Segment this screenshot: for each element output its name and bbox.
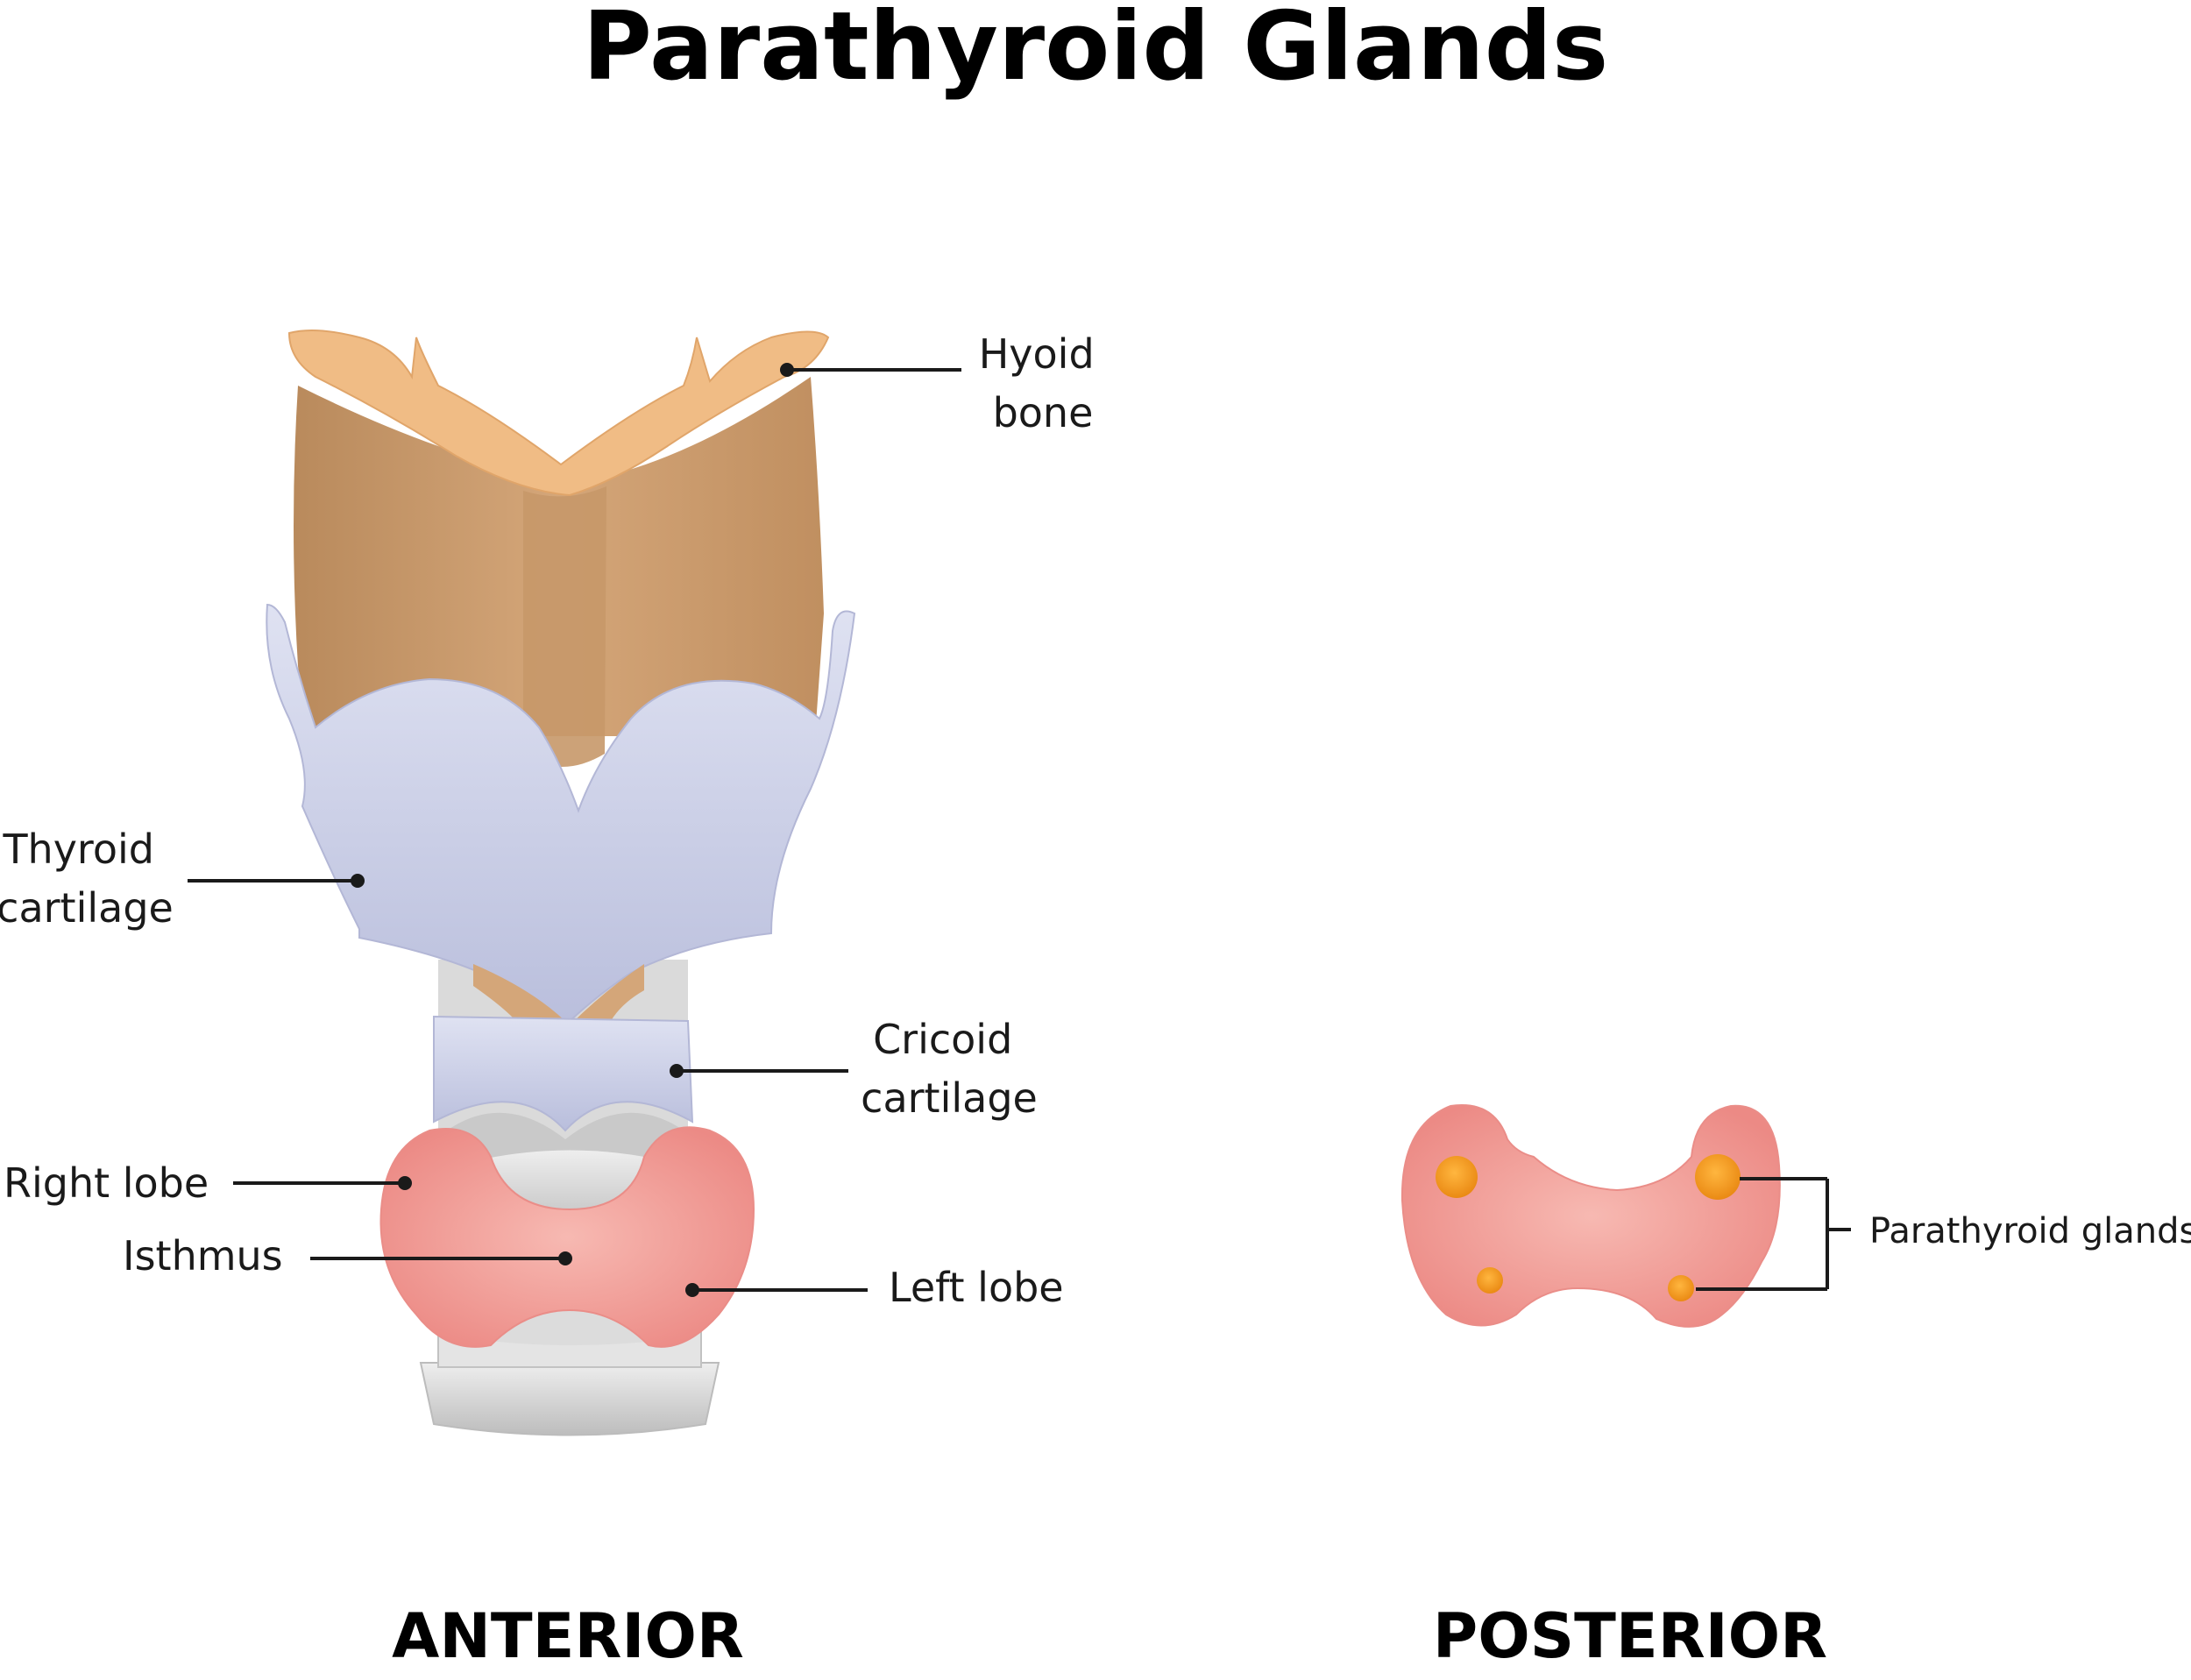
parathyroid-gland-upper-left [1436,1156,1478,1198]
label-cricoid-cartilage: Cricoid cartilage [670,1016,1038,1122]
label-isthmus: Isthmus [123,1232,572,1279]
label-thyroid-cartilage: Thyroid cartilage [0,826,365,932]
svg-text:Parathyroid glands: Parathyroid glands [1869,1211,2191,1251]
label-parathyroid-glands: Parathyroid glands [1696,1177,2191,1291]
parathyroid-gland-lower-left [1477,1267,1503,1294]
label-hyoid-bone: Hyoid bone [780,330,1108,436]
svg-text:Right lobe: Right lobe [4,1159,209,1207]
posterior-view-heading: POSTERIOR [1433,1600,1827,1672]
svg-text:Hyoid bone: Hyoid bone [979,330,1108,436]
parathyroid-gland-lower-right [1668,1275,1694,1301]
thyroid-gland [379,1126,755,1348]
posterior-thyroid-illustration [1400,1104,1781,1328]
label-left-lobe: Left lobe [685,1264,1064,1311]
hyoid-bone [287,329,830,497]
svg-text:Cricoid cartilage: Cricoid cartilage [861,1016,1038,1122]
thyroid-gland-posterior [1400,1104,1781,1328]
anterior-larynx-illustration [266,329,856,1436]
svg-text:Thyroid cartilage: Thyroid cartilage [0,826,174,932]
label-right-lobe: Right lobe [4,1159,412,1207]
svg-text:Isthmus: Isthmus [123,1232,283,1279]
svg-text:Left lobe: Left lobe [889,1264,1064,1311]
parathyroid-gland-upper-right [1695,1154,1741,1200]
thyroid-cartilage [266,603,856,1031]
cricoid-cartilage [433,1015,694,1132]
diagram-title: Parathyroid Glands [583,0,1609,102]
anterior-view-heading: ANTERIOR [392,1600,744,1672]
